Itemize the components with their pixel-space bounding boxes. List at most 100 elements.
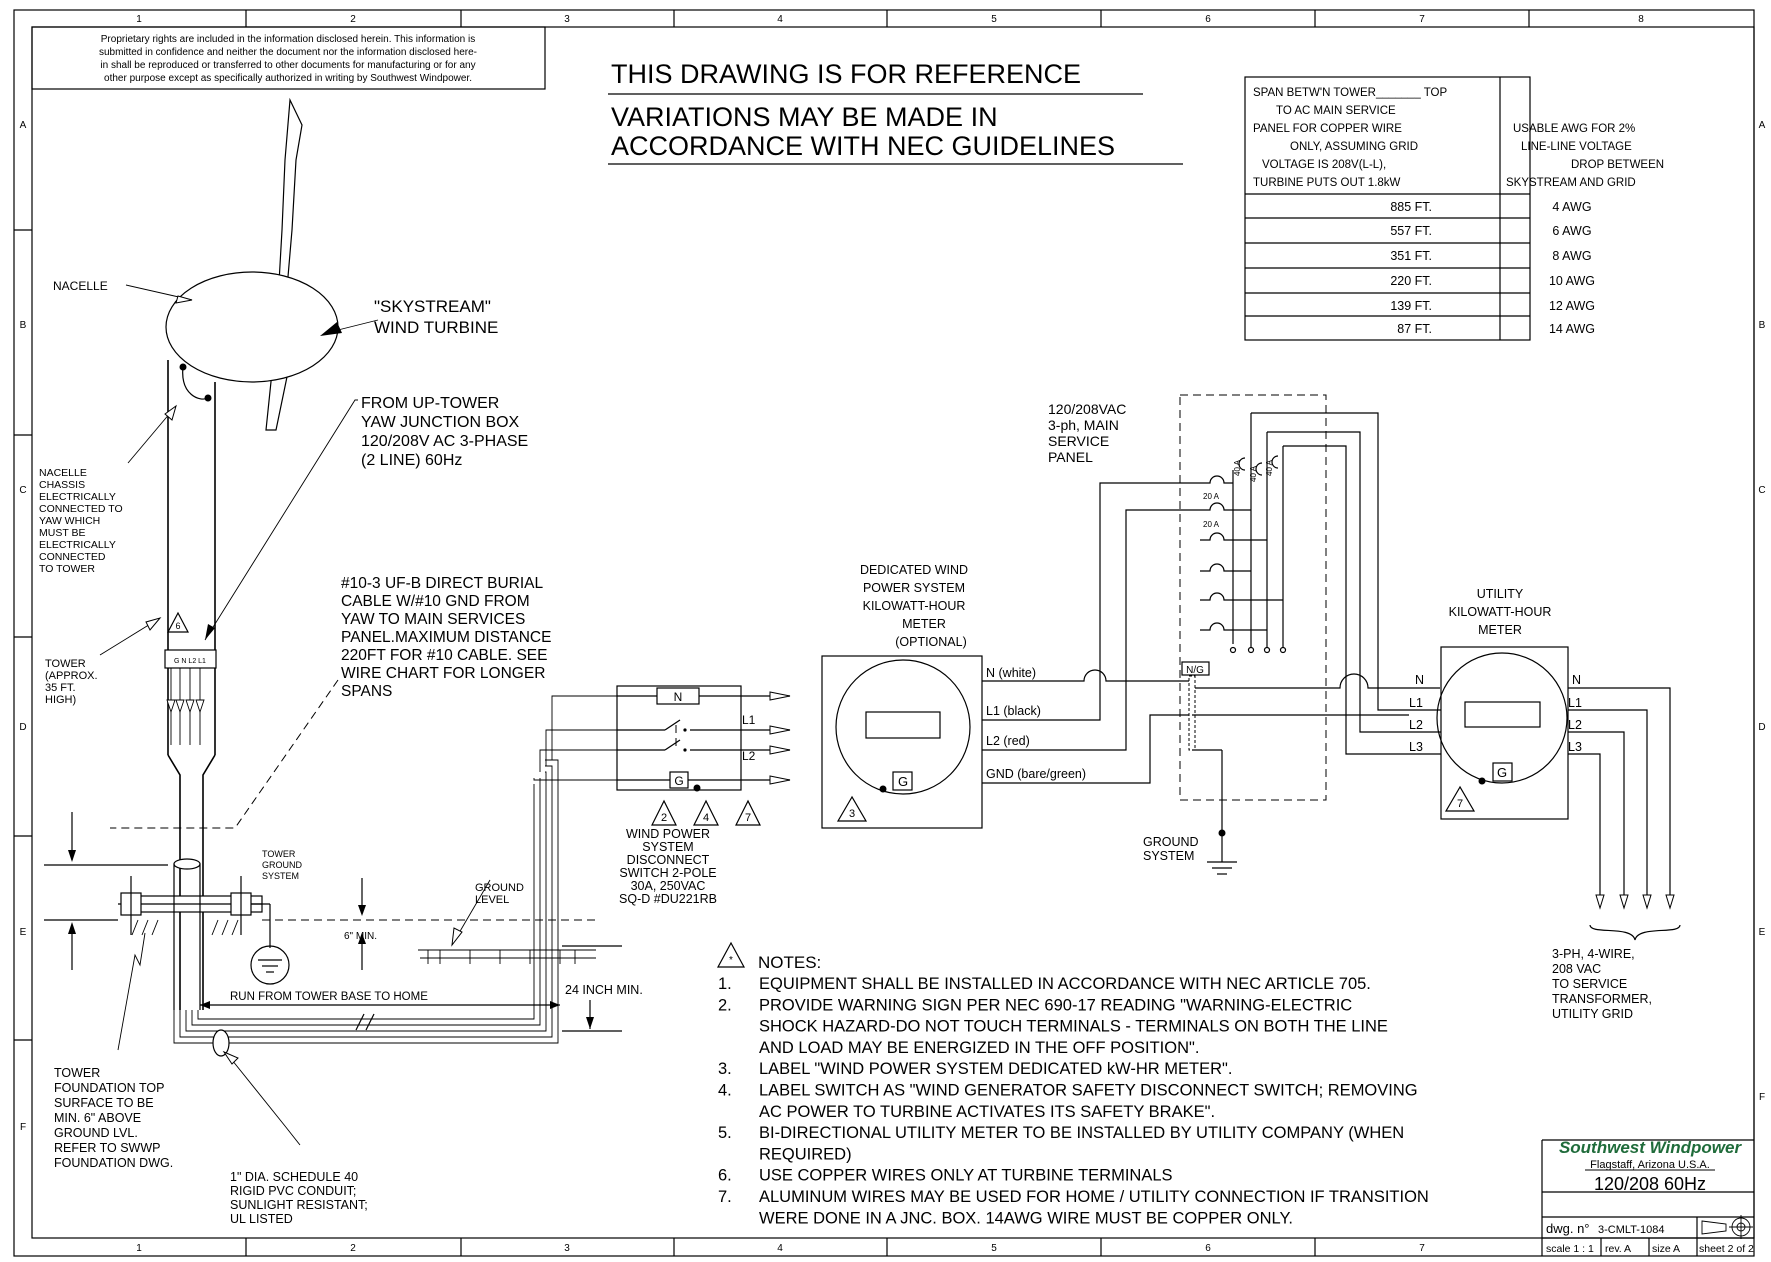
row-label: D	[19, 722, 26, 733]
svg-text:GROUND: GROUND	[1143, 835, 1199, 849]
svg-text:Flagstaff, Arizona U.S.A.: Flagstaff, Arizona U.S.A.	[1590, 1159, 1710, 1171]
wire-table-awg-cell: 14 AWG	[1549, 322, 1595, 336]
wire-table-span-cell: 351 FT.	[1390, 249, 1432, 263]
svg-text:FOUNDATION DWG.: FOUNDATION DWG.	[54, 1156, 173, 1170]
svg-text:REFER TO SWWP: REFER TO SWWP	[54, 1141, 161, 1155]
svg-text:35 FT.: 35 FT.	[45, 682, 76, 694]
svg-text:submitted in confidence and ne: submitted in confidence and neither the …	[99, 47, 477, 58]
svg-text:L1: L1	[1409, 696, 1423, 710]
svg-text:G: G	[674, 774, 683, 788]
note-text: LABEL "WIND POWER SYSTEM DEDICATED kW-HR…	[759, 1060, 1232, 1078]
svg-text:40 A: 40 A	[1249, 465, 1258, 482]
wind-turbine: 6 G N L2 L1	[44, 97, 622, 1146]
row-label: C	[19, 485, 26, 496]
wire-table-span-cell: 885 FT.	[1390, 200, 1432, 214]
col-label: 4	[777, 14, 783, 25]
wire-table-awg-cell: 6 AWG	[1552, 224, 1591, 238]
svg-text:TOWER: TOWER	[45, 658, 86, 670]
svg-text:ELECTRICALLY: ELECTRICALLY	[39, 491, 116, 503]
wire-table-awg-cell: 12 AWG	[1549, 299, 1595, 313]
svg-text:METER: METER	[902, 617, 946, 631]
wire-table-span-cell: 139 FT.	[1390, 299, 1432, 313]
disconnect-switch: N G L1 L2 2 4 7 WIND POWER	[533, 685, 791, 906]
svg-text:SQ-D #DU221RB: SQ-D #DU221RB	[619, 892, 717, 906]
col-label: 7	[1419, 1243, 1425, 1254]
note-text: LABEL SWITCH AS "WIND GENERATOR SAFETY D…	[759, 1082, 1418, 1100]
wire-size-table: SPAN BETW'N TOWER_______ TOP TO AC MAIN …	[1244, 76, 1664, 341]
svg-text:120/208VAC: 120/208VAC	[1048, 401, 1126, 417]
svg-text:HIGH): HIGH)	[45, 694, 76, 706]
svg-text:GROUND: GROUND	[475, 882, 524, 894]
svg-text:in shall be reproduced or tran: in shall be reproduced or transferred to…	[100, 60, 475, 71]
svg-text:3: 3	[849, 808, 855, 820]
dedicated-meter: DEDICATED WIND POWER SYSTEM KILOWATT-HOU…	[821, 482, 1200, 829]
svg-text:SUNLIGHT RESISTANT;: SUNLIGHT RESISTANT;	[230, 1198, 368, 1212]
drawing-frame: 1 2 3 4 5 6 7 8 1 2 3 4 5 6 7 A B C D E …	[13, 9, 1766, 1257]
note-number: 2.	[718, 996, 732, 1014]
svg-text:SERVICE: SERVICE	[1048, 433, 1109, 449]
svg-text:WIND POWER: WIND POWER	[626, 827, 710, 841]
col-label: 1	[136, 14, 142, 25]
svg-text:3-PH, 4-WIRE,: 3-PH, 4-WIRE,	[1552, 947, 1635, 961]
svg-text:24 INCH MIN.: 24 INCH MIN.	[565, 983, 643, 997]
svg-text:GROUND: GROUND	[262, 860, 302, 870]
note-text: REQUIRED)	[759, 1145, 852, 1163]
col-label: 6	[1205, 1243, 1211, 1254]
svg-text:PANEL: PANEL	[1048, 449, 1093, 465]
svg-text:scale 1 : 1: scale 1 : 1	[1546, 1243, 1594, 1255]
svg-text:N (white): N (white)	[986, 666, 1036, 680]
svg-text:TRANSFORMER,: TRANSFORMER,	[1552, 992, 1652, 1006]
svg-text:VOLTAGE IS 208V(L-L),: VOLTAGE IS 208V(L-L),	[1262, 159, 1386, 171]
col-label: 4	[777, 1243, 783, 1254]
svg-text:TOWER: TOWER	[54, 1066, 100, 1080]
svg-text:USABLE AWG FOR 2%: USABLE AWG FOR 2%	[1513, 123, 1635, 135]
svg-text:CONNECTED: CONNECTED	[39, 551, 106, 563]
svg-text:ONLY, ASSUMING GRID: ONLY, ASSUMING GRID	[1290, 141, 1418, 153]
notes-block: * NOTES:	[716, 941, 821, 972]
svg-text:N/G: N/G	[1186, 665, 1204, 676]
svg-text:other purpose except as specif: other purpose except as specifically aut…	[104, 73, 472, 84]
svg-text:SKYSTREAM AND GRID: SKYSTREAM AND GRID	[1506, 177, 1636, 189]
svg-text:VARIATIONS MAY BE MADE IN: VARIATIONS MAY BE MADE IN	[611, 102, 998, 132]
col-label: 5	[991, 14, 997, 25]
svg-text:TURBINE PUTS OUT 1.8kW: TURBINE PUTS OUT 1.8kW	[1253, 177, 1401, 189]
reference-headline: THIS DRAWING IS FOR REFERENCE VARIATIONS…	[608, 59, 1183, 165]
svg-text:UTILITY: UTILITY	[1477, 587, 1524, 601]
svg-text:MUST BE: MUST BE	[39, 527, 85, 539]
wire-table-awg-cell: 10 AWG	[1549, 274, 1595, 288]
svg-text:30A, 250VAC: 30A, 250VAC	[631, 879, 706, 893]
note-text: SHOCK HAZARD-DO NOT TOUCH TERMINALS - TE…	[759, 1018, 1388, 1036]
svg-text:SPAN BETW'N TOWER_______ TOP: SPAN BETW'N TOWER_______ TOP	[1253, 87, 1447, 99]
svg-text:220FT FOR #10 CABLE. SEE: 220FT FOR #10 CABLE. SEE	[341, 647, 547, 664]
title-block: Southwest Windpower Flagstaff, Arizona U…	[1541, 1138, 1754, 1256]
svg-text:PANEL.MAXIMUM DISTANCE: PANEL.MAXIMUM DISTANCE	[341, 629, 551, 646]
svg-text:#10-3 UF-B DIRECT BURIAL: #10-3 UF-B DIRECT BURIAL	[341, 575, 544, 592]
svg-text:UTILITY GRID: UTILITY GRID	[1552, 1007, 1633, 1021]
svg-text:DEDICATED WIND: DEDICATED WIND	[860, 563, 968, 577]
svg-text:L2 (red): L2 (red)	[986, 734, 1030, 748]
note-number: 5.	[718, 1124, 732, 1142]
note-text: PROVIDE WARNING SIGN PER NEC 690-17 READ…	[759, 996, 1352, 1014]
svg-text:THIS DRAWING IS FOR REFERENCE: THIS DRAWING IS FOR REFERENCE	[611, 59, 1081, 89]
svg-text:7: 7	[1457, 798, 1463, 810]
svg-text:40 A: 40 A	[1233, 459, 1242, 476]
row-label: D	[1758, 722, 1765, 733]
svg-text:G: G	[1497, 765, 1507, 780]
svg-text:CHASSIS: CHASSIS	[39, 479, 85, 491]
col-label: 7	[1419, 14, 1425, 25]
svg-text:YAW TO MAIN SERVICES: YAW TO MAIN SERVICES	[341, 611, 525, 628]
svg-text:40 A: 40 A	[1265, 459, 1274, 476]
svg-text:KILOWATT-HOUR: KILOWATT-HOUR	[1449, 605, 1552, 619]
svg-text:(2 LINE) 60Hz: (2 LINE) 60Hz	[361, 452, 462, 469]
svg-text:N: N	[1415, 673, 1424, 687]
utility-meter: UTILITY KILOWATT-HOUR METER G 7 N L1 L2 …	[1409, 587, 1681, 1021]
svg-text:*: *	[729, 955, 733, 966]
svg-text:L1: L1	[1568, 696, 1582, 710]
svg-text:WIND TURBINE: WIND TURBINE	[374, 318, 498, 337]
svg-text:DROP BETWEEN: DROP BETWEEN	[1571, 159, 1664, 171]
svg-text:TOWER: TOWER	[262, 849, 296, 859]
note-text: EQUIPMENT SHALL BE INSTALLED IN ACCORDAN…	[759, 975, 1371, 993]
svg-text:SPANS: SPANS	[341, 683, 392, 700]
svg-text:L2: L2	[1409, 718, 1423, 732]
